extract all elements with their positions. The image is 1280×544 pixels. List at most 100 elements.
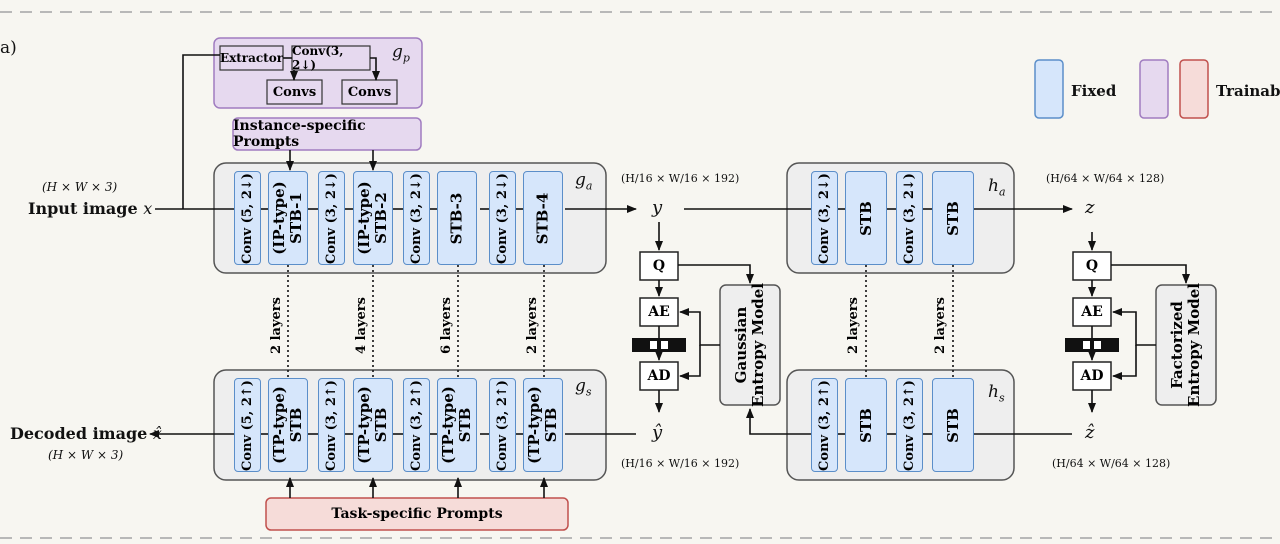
legend-trainable-label: Trainable bbox=[1216, 82, 1280, 100]
gs-block-label: (TP-type)STB bbox=[525, 386, 560, 464]
y-var: y bbox=[652, 197, 663, 218]
gp-convs-2-box bbox=[341, 79, 398, 105]
ga-label: ga bbox=[575, 170, 593, 193]
ha-block-label: STB bbox=[943, 200, 962, 236]
ga-block-label: Conv (3, 2↓) bbox=[409, 172, 425, 264]
gp-label: gp bbox=[392, 42, 410, 65]
layers-label-1: 2 layers bbox=[268, 296, 284, 354]
ha-block-label: Conv (3, 2↓) bbox=[902, 172, 918, 264]
ha-block-3: Conv (3, 2↓) bbox=[896, 171, 923, 265]
bitstream-icon-y bbox=[632, 338, 686, 352]
legend-trainable-purple-swatch bbox=[1139, 59, 1169, 119]
gp-conv-label: Conv(3, 2↓) bbox=[292, 44, 344, 72]
ha-block-label: Conv (3, 2↓) bbox=[817, 172, 833, 264]
ga-block-label: Conv (5, 2↓) bbox=[240, 172, 256, 264]
layers-label-4: 2 layers bbox=[524, 296, 540, 354]
ga-block-7: Conv (3, 2↓) bbox=[489, 171, 516, 265]
ga-block-8: STB-4 bbox=[523, 171, 563, 265]
ga-block-2: (IP-type)STB-1 bbox=[268, 171, 308, 265]
q-label-z: Q bbox=[1085, 258, 1099, 274]
gs-block-8: (TP-type)STB bbox=[523, 378, 563, 472]
ad-label-z: AD bbox=[1080, 368, 1104, 384]
hs-block-label: Conv (3, 2↑) bbox=[902, 379, 918, 471]
layers-label-3: 6 layers bbox=[438, 296, 454, 354]
y-dims: (H/16 × W/16 × 192) bbox=[621, 172, 740, 185]
y-hat-dims: (H/16 × W/16 × 192) bbox=[621, 457, 740, 470]
hs-block-1: Conv (3, 2↑) bbox=[811, 378, 838, 472]
legend-fixed-swatch bbox=[1034, 59, 1064, 119]
legend-fixed-label: Fixed bbox=[1071, 82, 1117, 100]
gs-block-label: Conv (3, 2↑) bbox=[409, 379, 425, 471]
ae-label-z: AE bbox=[1081, 304, 1103, 320]
gs-block-label: Conv (5, 2↑) bbox=[240, 379, 256, 471]
instance-prompts-box bbox=[232, 117, 422, 151]
q-box-y bbox=[639, 251, 679, 281]
hs-block-label: STB bbox=[856, 407, 875, 443]
ga-block-label: Conv (3, 2↓) bbox=[495, 172, 511, 264]
ga-block-label: STB-4 bbox=[533, 192, 552, 244]
ha-block-1: Conv (3, 2↓) bbox=[811, 171, 838, 265]
layers-label-2: 4 layers bbox=[353, 296, 369, 354]
ga-block-label: STB-3 bbox=[447, 192, 466, 244]
q-box-z bbox=[1072, 251, 1112, 281]
ad-box-y bbox=[639, 361, 679, 391]
z-hat-var: ẑ bbox=[1085, 422, 1095, 443]
gs-block-7: Conv (3, 2↑) bbox=[489, 378, 516, 472]
output-label: Decoded image x̂ bbox=[10, 424, 162, 443]
gs-block-label: (TP-type)STB bbox=[355, 386, 390, 464]
legend-trainable-red-swatch bbox=[1179, 59, 1209, 119]
ga-block-3: Conv (3, 2↓) bbox=[318, 171, 345, 265]
ha-label: ha bbox=[988, 176, 1006, 199]
panel-label: a) bbox=[0, 38, 17, 58]
ad-label-y: AD bbox=[647, 368, 671, 384]
task-prompts-label: Task-specific Prompts bbox=[331, 506, 503, 522]
instance-prompts-label: Instance-specific Prompts bbox=[233, 118, 366, 150]
hs-label: hs bbox=[988, 382, 1005, 405]
z-dims: (H/64 × W/64 × 128) bbox=[1046, 172, 1165, 185]
hs-block-2: STB bbox=[845, 378, 887, 472]
convs-1-label: Convs bbox=[272, 84, 317, 100]
extractor-label: Extractor bbox=[219, 51, 284, 65]
gs-block-6: (TP-type)STB bbox=[437, 378, 477, 472]
gs-block-label: Conv (3, 2↑) bbox=[324, 379, 340, 471]
gs-label: gs bbox=[575, 376, 592, 399]
hs-block-label: STB bbox=[943, 407, 962, 443]
hyper-layers-label-1: 2 layers bbox=[845, 296, 861, 354]
q-label-y: Q bbox=[652, 258, 666, 274]
ga-block-4: (IP-type)STB-2 bbox=[353, 171, 393, 265]
ha-block-4: STB bbox=[932, 171, 974, 265]
ae-box-y bbox=[639, 297, 679, 327]
output-dims: (H × W × 3) bbox=[48, 448, 124, 462]
convs-2-label: Convs bbox=[347, 84, 392, 100]
ha-block-label: STB bbox=[856, 200, 875, 236]
gs-block-label: Conv (3, 2↑) bbox=[495, 379, 511, 471]
ga-block-6: STB-3 bbox=[437, 171, 477, 265]
shared-layer-links bbox=[287, 265, 954, 378]
ae-label-y: AE bbox=[648, 304, 670, 320]
ga-block-1: Conv (5, 2↓) bbox=[234, 171, 261, 265]
hs-block-4: STB bbox=[932, 378, 974, 472]
ha-block-2: STB bbox=[845, 171, 887, 265]
gs-block-4: (TP-type)STB bbox=[353, 378, 393, 472]
bitstream-icon-z bbox=[1065, 338, 1119, 352]
ga-block-label: (IP-type)STB-1 bbox=[270, 181, 306, 255]
gs-block-1: Conv (5, 2↑) bbox=[234, 378, 261, 472]
input-dims: (H × W × 3) bbox=[42, 180, 118, 194]
z-var: z bbox=[1085, 197, 1095, 218]
task-prompts-box bbox=[265, 497, 569, 531]
gs-block-5: Conv (3, 2↑) bbox=[403, 378, 430, 472]
hyper-layers-label-2: 2 layers bbox=[932, 296, 948, 354]
hs-to-gaussian-arrow bbox=[746, 408, 811, 435]
extractor-box bbox=[219, 45, 284, 71]
ga-block-label: Conv (3, 2↓) bbox=[324, 172, 340, 264]
ga-block-5: Conv (3, 2↓) bbox=[403, 171, 430, 265]
input-label: Input image x bbox=[28, 199, 153, 218]
z-hat-dims: (H/64 × W/64 × 128) bbox=[1052, 457, 1171, 470]
gs-block-2: (TP-type)STB bbox=[268, 378, 308, 472]
input-to-extractor-line bbox=[182, 54, 220, 209]
gs-block-3: Conv (3, 2↑) bbox=[318, 378, 345, 472]
y-hat-var: ŷ bbox=[652, 422, 663, 443]
